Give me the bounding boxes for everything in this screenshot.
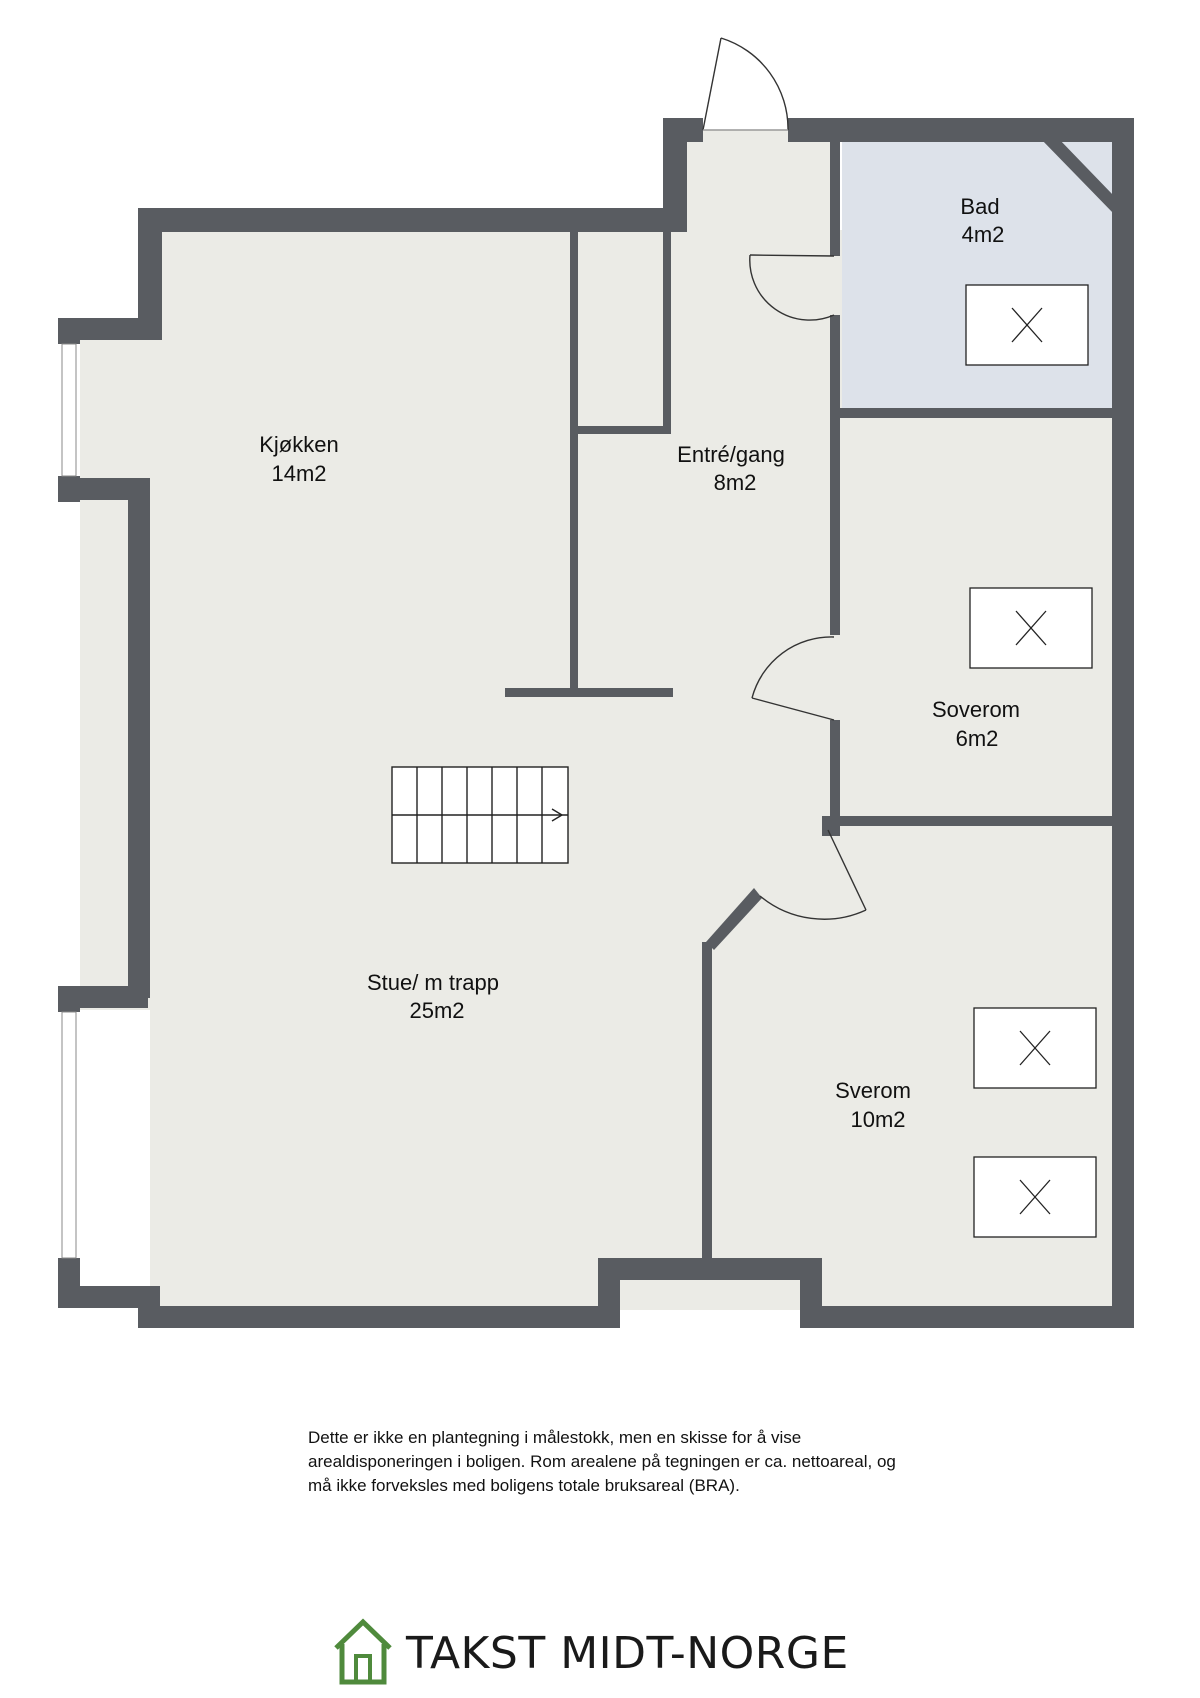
room-area-sverom: 10m2 <box>850 1107 905 1132</box>
room-name-sverom: Sverom <box>835 1078 911 1103</box>
entrance-door[interactable] <box>702 37 789 131</box>
room-name-entre: Entré/gang <box>677 442 785 467</box>
storeroom-door[interactable] <box>759 829 867 920</box>
room-name-soverom: Soverom <box>932 697 1020 722</box>
room-area-bad: 4m2 <box>962 222 1005 247</box>
room-name-bad: Bad <box>960 194 999 219</box>
skylight <box>969 587 1093 669</box>
bath-door[interactable] <box>749 254 835 321</box>
room-area-kjokken: 14m2 <box>271 461 326 486</box>
house-icon <box>330 1616 396 1691</box>
bath-floor <box>842 140 1119 412</box>
room-area-soverom: 6m2 <box>956 726 999 751</box>
stairs <box>391 766 569 864</box>
room-name-kjokken: Kjøkken <box>259 432 338 457</box>
walls <box>58 118 1134 1328</box>
disclaimer-text: Dette er ikke en plantegning i målestokk… <box>308 1428 896 1495</box>
brand-name: TAKST MIDT-NORGE <box>406 1627 849 1679</box>
skylight <box>973 1007 1097 1089</box>
bedroom-door[interactable] <box>751 636 835 721</box>
skylight <box>973 1156 1097 1238</box>
room-area-entre: 8m2 <box>714 470 757 495</box>
skylight <box>965 284 1089 366</box>
brand-logo: TAKST MIDT-NORGE <box>330 1618 849 1688</box>
room-area-stue: 25m2 <box>409 998 464 1023</box>
room-name-stue: Stue/ m trapp <box>367 970 499 995</box>
